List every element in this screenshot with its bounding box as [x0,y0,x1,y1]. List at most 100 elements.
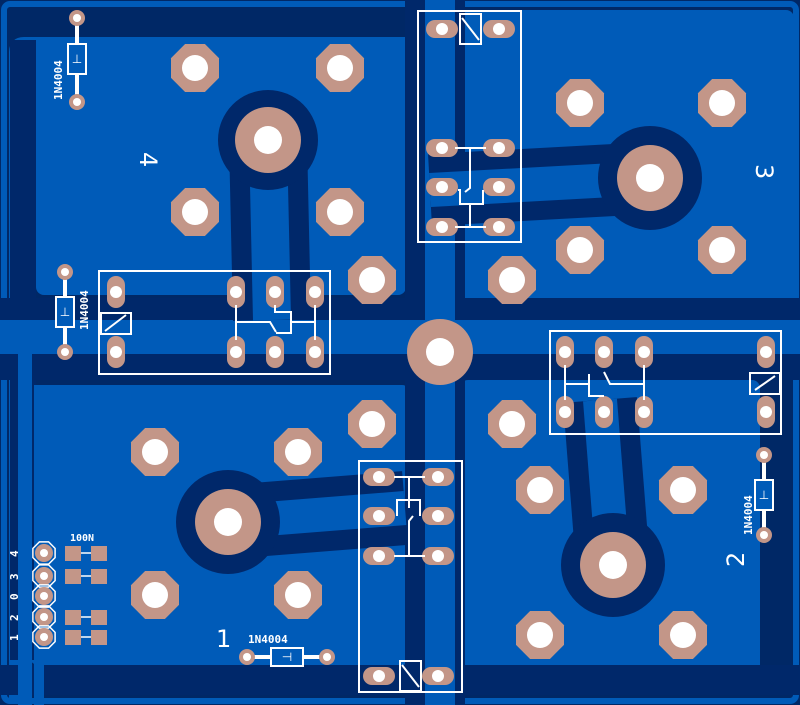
diode-label: 1N4004 [78,290,91,330]
svg-text:⊥: ⊥ [60,305,70,319]
drill-hole [599,551,627,579]
drill-hole [373,471,385,483]
drill-hole [493,181,505,193]
capacitor-label: 100N [70,533,94,544]
connector-header: 100N 4 3 0 2 1 [8,533,107,649]
drill-hole [432,670,444,682]
drill-hole [670,622,696,648]
relay-k3 [549,330,782,435]
header-pin-label: 4 [8,550,21,557]
diode-d2: 1N4004 ⊥ [55,264,91,360]
octagonal-pads [131,44,746,659]
drill-hole [309,346,321,358]
drill-hole [598,346,610,358]
drill-hole [432,510,444,522]
header-pin-label: 2 [8,614,21,621]
drill-hole [254,126,282,154]
diodes: 1N4004 ⊥ 1N4004 ⊥ 1N4004 ⊣ 1N4004 ⊥ [52,10,774,667]
drill-hole [760,406,772,418]
channel-label-4: 4 [134,152,162,167]
relay-k1 [417,10,522,243]
terminal-pads [195,107,683,598]
drill-hole [269,286,281,298]
diode-body [754,479,774,511]
channel-label-2: 2 [722,552,750,567]
drill-hole [327,55,353,81]
svg-text:⊣: ⊣ [282,650,292,664]
diode-label: 1N4004 [248,633,288,646]
drill-hole [493,142,505,154]
capacitor-pad [65,630,81,645]
drill-hole [142,582,168,608]
drill-hole [182,199,208,225]
drill-hole [436,181,448,193]
drill-hole [598,406,610,418]
diode-d3: 1N4004 ⊣ [239,633,335,667]
capacitor-pad [91,546,107,561]
capacitor-pad [65,610,81,625]
drill-hole [493,221,505,233]
drill-hole [373,510,385,522]
drill-hole [499,411,525,437]
relays [98,10,782,693]
drill-hole [359,411,385,437]
drill-hole [373,670,385,682]
capacitor-pad [91,610,107,625]
drill-hole [269,346,281,358]
capacitor-pad [65,546,81,561]
drill-hole [760,346,772,358]
drill-hole [110,346,122,358]
drill-hole [559,346,571,358]
drill-hole [527,622,553,648]
channel-label-3: 3 [750,164,778,179]
drill-hole [436,23,448,35]
drill-hole [670,477,696,503]
drill-hole [436,221,448,233]
header-pin-label: 1 [8,634,21,641]
diode-label: 1N4004 [52,60,65,100]
capacitor-pad [65,569,81,584]
relay-k4 [358,460,463,693]
diode-body [55,296,75,328]
drill-hole [638,406,650,418]
capacitor-pad [91,630,107,645]
drill-hole [110,286,122,298]
diode-label: 1N4004 [742,495,755,535]
drill-hole [359,267,385,293]
diode-d4: 1N4004 ⊥ [742,447,774,543]
drill-hole [373,550,385,562]
svg-text:⊥: ⊥ [72,52,82,66]
drill-hole [309,286,321,298]
drill-hole [327,199,353,225]
drill-hole [230,346,242,358]
diode-d1: 1N4004 ⊥ [52,10,87,110]
svg-text:⊥: ⊥ [759,488,769,502]
diode-body [67,43,87,75]
drill-hole [567,90,593,116]
drill-hole [436,142,448,154]
drill-hole [638,346,650,358]
drill-hole [142,439,168,465]
drill-hole [432,471,444,483]
header-pin-label: 0 [8,593,21,600]
diode-body [270,647,304,667]
capacitor-pad [91,569,107,584]
drill-hole [567,237,593,263]
drill-hole [214,508,242,536]
drill-hole [493,23,505,35]
drill-hole [182,55,208,81]
drill-hole [636,164,664,192]
drill-hole [426,338,454,366]
drill-hole [527,477,553,503]
drill-hole [709,90,735,116]
relay-k2 [98,270,331,375]
channel-label-1: 1 [216,625,231,653]
drill-hole [559,406,571,418]
drill-hole [432,550,444,562]
drill-hole [499,267,525,293]
drill-hole [230,286,242,298]
drill-hole [285,439,311,465]
drill-hole [285,582,311,608]
header-pin-label: 3 [8,573,21,580]
